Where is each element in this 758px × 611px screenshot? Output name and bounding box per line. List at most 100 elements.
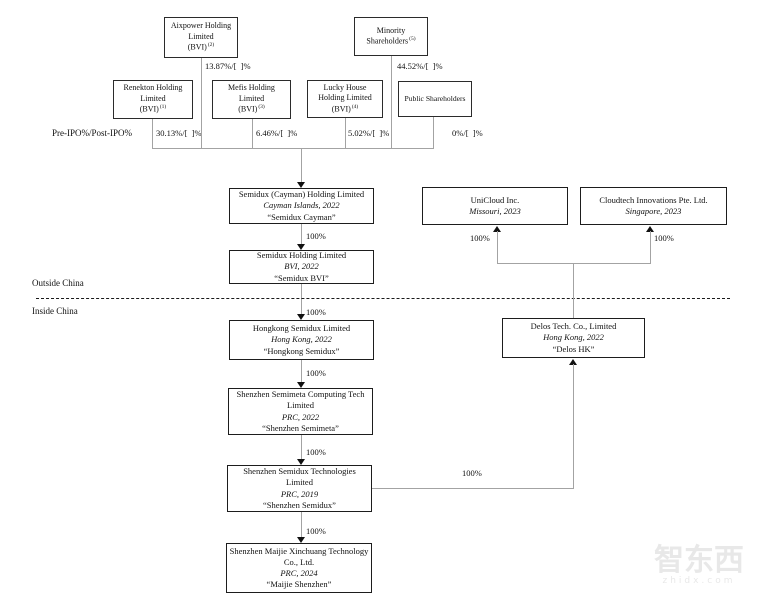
company-alias: “Delos HK” [552, 343, 595, 354]
node-mefis-holding: Mefis Holding Limited (BVI)(3) [212, 80, 291, 119]
company-alias: “Semidux Cayman” [267, 211, 336, 222]
company-origin: Cayman Islands, 2022 [263, 200, 340, 211]
company-alias: “Shenzhen Semimeta” [262, 422, 339, 433]
pct-hongkong-semimeta: 100% [306, 368, 326, 378]
company-name: Public Shareholders [404, 93, 466, 103]
watermark: 智东西 zhidx.com [644, 543, 754, 587]
arrowhead-into-unicloud [493, 226, 501, 232]
company-name: Semidux Holding Limited [256, 250, 347, 261]
pct-public: 0%/[ ]% [452, 128, 483, 138]
company-name: Semidux (Cayman) Holding Limited [238, 189, 365, 200]
company-name: Hongkong Semidux Limited [252, 323, 351, 334]
connector-lucky [345, 118, 346, 148]
connector-szsemidux-maijie [301, 512, 302, 537]
connector-szsemidux-delos-vertical [573, 364, 574, 488]
company-origin: PRC, 2019 [280, 488, 319, 499]
company-jurisdiction: (BVI)(2) [187, 42, 215, 53]
footnote-ref: (5) [409, 36, 416, 43]
company-name: Shenzhen Semidux Technologies Limited [243, 466, 356, 488]
company-name: UniCloud Inc. [470, 194, 520, 205]
delos-subsidiaries-bus-line [497, 263, 651, 264]
company-origin: Hong Kong, 2022 [271, 334, 332, 345]
watermark-logo: 智东西 [654, 543, 744, 578]
pct-szsemidux-maijie: 100% [306, 526, 326, 536]
company-name: Minority Shareholders(5) [366, 25, 416, 46]
company-origin: PRC, 2022 [281, 411, 320, 422]
china-border-dashed-line [36, 298, 730, 299]
inside-china-label: Inside China [32, 306, 78, 316]
connector-to-cayman [301, 148, 302, 182]
connector-delos-cloudtech [650, 231, 651, 263]
connector-aixpower [201, 58, 202, 148]
company-name: Renekton Holding Limited [123, 83, 183, 103]
arrowhead-into-delos [569, 359, 577, 365]
arrowhead-into-maijie [297, 537, 305, 543]
company-origin: Singapore, 2023 [625, 206, 682, 216]
connector-bvi-hongkong [301, 284, 302, 314]
connector-hongkong-semimeta [301, 360, 302, 382]
connector-renekton [152, 119, 153, 148]
company-origin: PRC, 2024 [280, 568, 318, 578]
pre-ipo-row-label: Pre-IPO%/Post-IPO% [52, 128, 132, 138]
company-name: Shenzhen Maijie Xinchuang Technology Co.… [229, 545, 369, 567]
footnote-ref: (2) [207, 42, 215, 49]
arrowhead-into-szsemidux [297, 459, 305, 465]
footnote-ref: (3) [258, 104, 265, 111]
pct-cayman-bvi: 100% [306, 231, 326, 241]
pct-bvi-hongkong: 100% [306, 307, 326, 317]
node-hongkong-semidux: Hongkong Semidux Limited Hong Kong, 2022… [229, 320, 374, 360]
connector-minority [391, 56, 392, 148]
connector-szsemidux-delos-horizontal [372, 488, 574, 489]
arrowhead-into-semimeta [297, 382, 305, 388]
company-origin: BVI, 2022 [284, 261, 319, 272]
arrowhead-into-cloudtech [646, 226, 654, 232]
node-aixpower-holding: Aixpower Holding Limited (BVI)(2) [164, 17, 238, 58]
company-origin: Hong Kong, 2022 [543, 332, 604, 343]
pct-aixpower: 13.87%/[ ]% [205, 61, 251, 71]
node-renekton-holding: Renekton Holding Limited (BVI)(1) [113, 80, 193, 119]
node-maijie-shenzhen: Shenzhen Maijie Xinchuang Technology Co.… [226, 543, 372, 593]
connector-mefis [252, 119, 253, 148]
company-name: Aixpower Holding Limited [170, 21, 232, 41]
node-shenzhen-semidux: Shenzhen Semidux Technologies Limited PR… [227, 465, 372, 512]
pct-mefis: 6.46%/[ ]% [256, 128, 298, 138]
company-name: Shenzhen Semimeta Computing Tech Limited [236, 389, 365, 411]
connector-delos-unicloud [497, 231, 498, 263]
company-jurisdiction: (BVI)(4) [331, 103, 359, 114]
pct-minority: 44.52%/[ ]% [397, 61, 443, 71]
arrowhead-into-bvi [297, 244, 305, 250]
company-name: Cloudtech Innovations Pte. Ltd. [599, 194, 708, 205]
pct-delos-unicloud: 100% [470, 233, 490, 243]
pct-szsemidux-delos: 100% [462, 468, 482, 478]
node-shenzhen-semimeta: Shenzhen Semimeta Computing Tech Limited… [228, 388, 373, 435]
node-semidux-bvi: Semidux Holding Limited BVI, 2022 “Semid… [229, 250, 374, 284]
footnote-ref: (4) [351, 103, 359, 110]
company-alias: “Maijie Shenzhen” [266, 579, 332, 590]
company-name: Lucky House Holding Limited [318, 82, 372, 103]
company-origin: Missouri, 2023 [469, 206, 521, 216]
pct-delos-cloudtech: 100% [654, 233, 674, 243]
company-alias: “Semidux BVI” [274, 272, 329, 283]
company-alias: “Hongkong Semidux” [263, 345, 340, 356]
node-delos-hk: Delos Tech. Co., Limited Hong Kong, 2022… [502, 318, 645, 358]
connector-semimeta-szsemidux [301, 435, 302, 459]
arrowhead-into-cayman [297, 182, 305, 188]
connector-delos-up [573, 263, 574, 318]
node-lucky-house-holding: Lucky House Holding Limited (BVI)(4) [307, 80, 383, 118]
pct-semimeta-szsemidux: 100% [306, 447, 326, 457]
arrowhead-into-hongkong [297, 314, 305, 320]
node-cloudtech: Cloudtech Innovations Pte. Ltd. Singapor… [580, 187, 727, 225]
company-name: Mefis Holding Limited [228, 83, 275, 103]
connector-public [433, 117, 434, 148]
outside-china-label: Outside China [32, 278, 84, 288]
node-minority-shareholders: Minority Shareholders(5) [354, 17, 428, 56]
company-jurisdiction: (BVI)(1) [139, 104, 167, 115]
watermark-site: zhidx.com [662, 576, 736, 586]
company-jurisdiction: (BVI)(3) [238, 104, 265, 115]
company-alias: “Shenzhen Semidux” [263, 499, 336, 510]
footnote-ref: (1) [159, 104, 167, 111]
pct-lucky: 5.02%/[ ]% [348, 128, 390, 138]
shareholder-bus-line [152, 148, 434, 149]
connector-cayman-bvi [301, 224, 302, 244]
